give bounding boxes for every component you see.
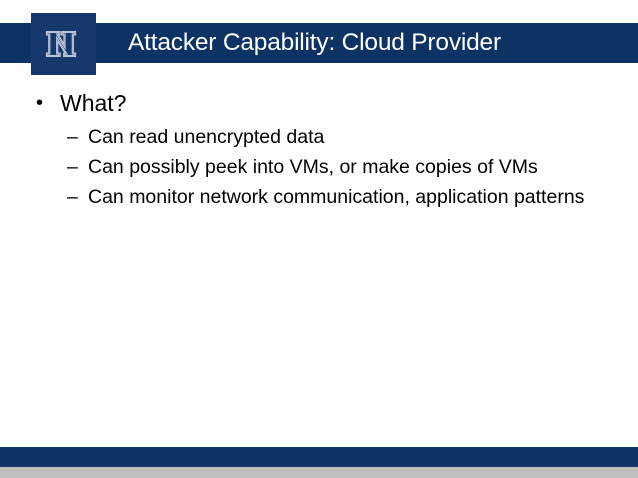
slide-title-bar [0,23,638,63]
slide-footer-bar [0,447,638,465]
bullet-text: What? [60,90,127,116]
bullet-marker: – [67,156,78,178]
bullet-level2: – Can possibly peek into VMs, or make co… [0,153,638,181]
university-n-logo-icon [44,24,84,64]
university-logo [31,13,96,75]
page-title: Attacker Capability: Cloud Provider [128,29,501,56]
bullet-marker: • [36,92,44,114]
slide-body: • What? – Can read unencrypted data – Ca… [0,88,638,213]
bullet-text: Can possibly peek into VMs, or make copi… [88,156,538,178]
bullet-level2: – Can read unencrypted data [0,123,638,151]
bullet-marker: – [67,186,78,208]
bullet-marker: – [67,126,78,148]
bullet-text: Can monitor network communication, appli… [88,186,585,208]
bullet-text: Can read unencrypted data [88,126,325,148]
slide-footer-gray-band [0,467,638,478]
bullet-level2: – Can monitor network communication, app… [0,183,638,211]
slide-footer-rule [0,465,638,467]
bullet-level1: • What? [0,88,638,119]
